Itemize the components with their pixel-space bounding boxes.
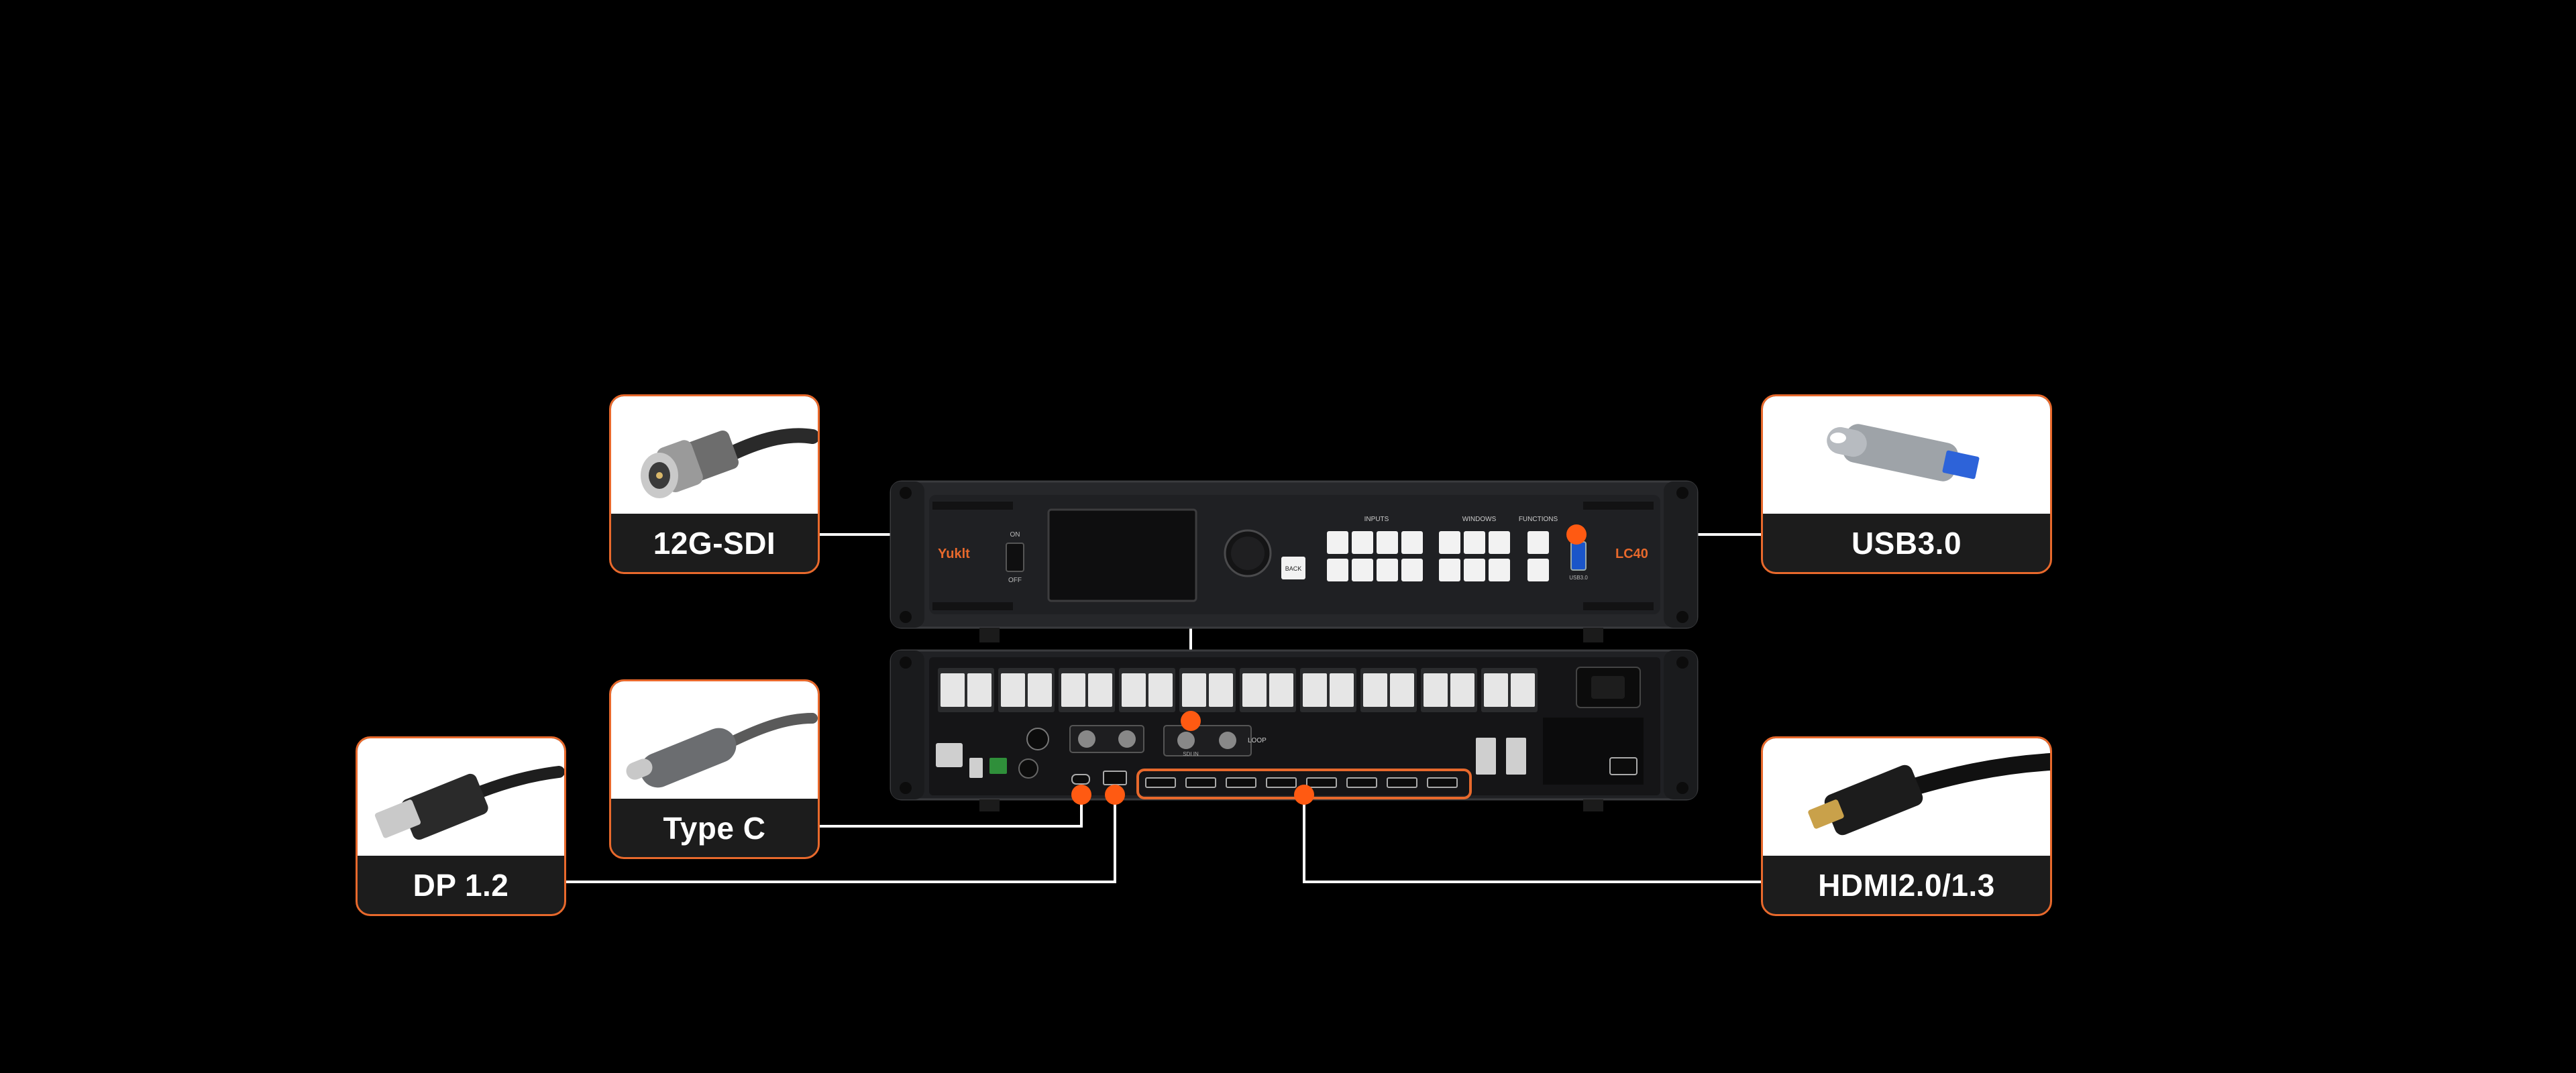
input-key-1[interactable] [1327, 531, 1348, 554]
displayport-connector-icon [374, 766, 564, 840]
rj45-port-9 [1182, 673, 1206, 707]
callout-card-12g-sdi: 12G-SDI [609, 394, 820, 574]
sdi-bnc-port-2 [1118, 730, 1136, 748]
input-key-3[interactable] [1377, 531, 1398, 554]
window-key-5[interactable] [1464, 559, 1485, 581]
back-button[interactable] [1281, 557, 1305, 579]
marker-hdmi [1294, 785, 1314, 805]
marker-12g-sdi [1181, 711, 1201, 731]
input-key-6[interactable] [1352, 559, 1373, 581]
rj45-port-18 [1450, 673, 1474, 707]
input-key-8[interactable] [1401, 559, 1423, 581]
rj45-port-5 [1061, 673, 1085, 707]
rj45-port-4 [1028, 673, 1052, 707]
callout-card-dp: DP 1.2 [356, 736, 566, 916]
hdmi-port-4 [1266, 777, 1297, 788]
power-on-label: ON [1010, 531, 1020, 539]
function-key-1[interactable] [1527, 531, 1549, 554]
marker-type-c [1071, 785, 1091, 805]
sdi-bnc-port-3 [1177, 732, 1195, 749]
front-key-grid [1327, 531, 1549, 581]
line-hdmi [1303, 795, 1761, 883]
hdmi-port-7 [1387, 777, 1417, 788]
rj45-port-7 [1122, 673, 1146, 707]
window-key-1[interactable] [1439, 531, 1460, 554]
sdi-label: SDI IN [1183, 751, 1199, 757]
rj45-port-14 [1330, 673, 1354, 707]
input-key-7[interactable] [1377, 559, 1398, 581]
dp-port [1103, 771, 1127, 785]
power-switch[interactable] [1006, 543, 1024, 572]
hdmi-port-3 [1226, 777, 1256, 788]
rear-panel: LOOP SDI IN [890, 649, 1699, 811]
rj45-port-16 [1390, 673, 1414, 707]
line-dp [562, 795, 1116, 883]
rj45-port-1 [941, 673, 965, 707]
power-off-label: OFF [1008, 577, 1022, 584]
input-key-4[interactable] [1401, 531, 1423, 554]
input-key-2[interactable] [1352, 531, 1373, 554]
window-key-3[interactable] [1489, 531, 1510, 554]
rj45-port-15 [1363, 673, 1387, 707]
callout-label-type-c: Type C [663, 810, 766, 846]
rj45-port-19 [1484, 673, 1508, 707]
marker-dp [1105, 785, 1125, 805]
rj45-port-20 [1511, 673, 1535, 707]
rj45-port-10 [1209, 673, 1233, 707]
rj45-port-17 [1424, 673, 1448, 707]
hdmi-port-1 [1145, 777, 1176, 788]
hdmi-port-8 [1427, 777, 1458, 788]
svg-text:BACK: BACK [1285, 565, 1302, 572]
type-c-port [1071, 774, 1090, 785]
front-usb-port[interactable] [1570, 541, 1587, 571]
rj45-port-2 [967, 673, 991, 707]
model-name: LC40 [1615, 547, 1648, 561]
loop-label: LOOP [1248, 737, 1267, 744]
callout-card-type-c: Type C [609, 679, 820, 859]
callout-card-usb3: USB3.0 [1761, 394, 2052, 574]
usb-c-connector-icon [626, 713, 818, 788]
window-key-4[interactable] [1439, 559, 1460, 581]
inputs-group-label: INPUTS [1364, 516, 1389, 523]
callout-label-dp: DP 1.2 [413, 867, 509, 903]
rj45-port-8 [1148, 673, 1173, 707]
window-key-2[interactable] [1464, 531, 1485, 554]
rj45-port-13 [1303, 673, 1327, 707]
usb-flash-drive-icon [1827, 424, 1980, 482]
line-type-c [816, 795, 1083, 828]
hdmi-port-row [1145, 777, 1458, 788]
input-key-5[interactable] [1327, 559, 1348, 581]
window-key-6[interactable] [1489, 559, 1510, 581]
rj45-port-11 [1242, 673, 1267, 707]
front-panel: Yuklt ON OFF BACK INPUTS WINDOWS FUNCTIO… [890, 480, 1699, 642]
callout-label-12g-sdi: 12G-SDI [653, 525, 776, 561]
front-usb-label: USB3.0 [1569, 575, 1588, 581]
callout-card-hdmi: HDMI2.0/1.3 [1761, 736, 2052, 916]
functions-group-label: FUNCTIONS [1519, 516, 1558, 523]
rj45-port-12 [1269, 673, 1293, 707]
bnc-connector-icon [641, 428, 818, 498]
marker-usb3 [1566, 524, 1587, 545]
brand-logo: Yuklt [938, 547, 970, 561]
callout-label-usb3: USB3.0 [1851, 525, 1962, 561]
rj45-port-3 [1001, 673, 1025, 707]
sdi-bnc-port-4 [1219, 732, 1236, 749]
sdi-bnc-port-1 [1078, 730, 1095, 748]
callout-label-hdmi: HDMI2.0/1.3 [1818, 867, 1995, 903]
windows-group-label: WINDOWS [1462, 516, 1497, 523]
hdmi-port-5 [1306, 777, 1337, 788]
hdmi-connector-icon [1808, 753, 2050, 836]
lcd-screen [1047, 508, 1197, 602]
function-key-2[interactable] [1527, 559, 1549, 581]
ethernet-port [936, 743, 963, 767]
rj45-port-row [938, 668, 1538, 712]
hdmi-port-6 [1346, 777, 1377, 788]
hdmi-port-2 [1185, 777, 1216, 788]
rj45-port-6 [1088, 673, 1112, 707]
